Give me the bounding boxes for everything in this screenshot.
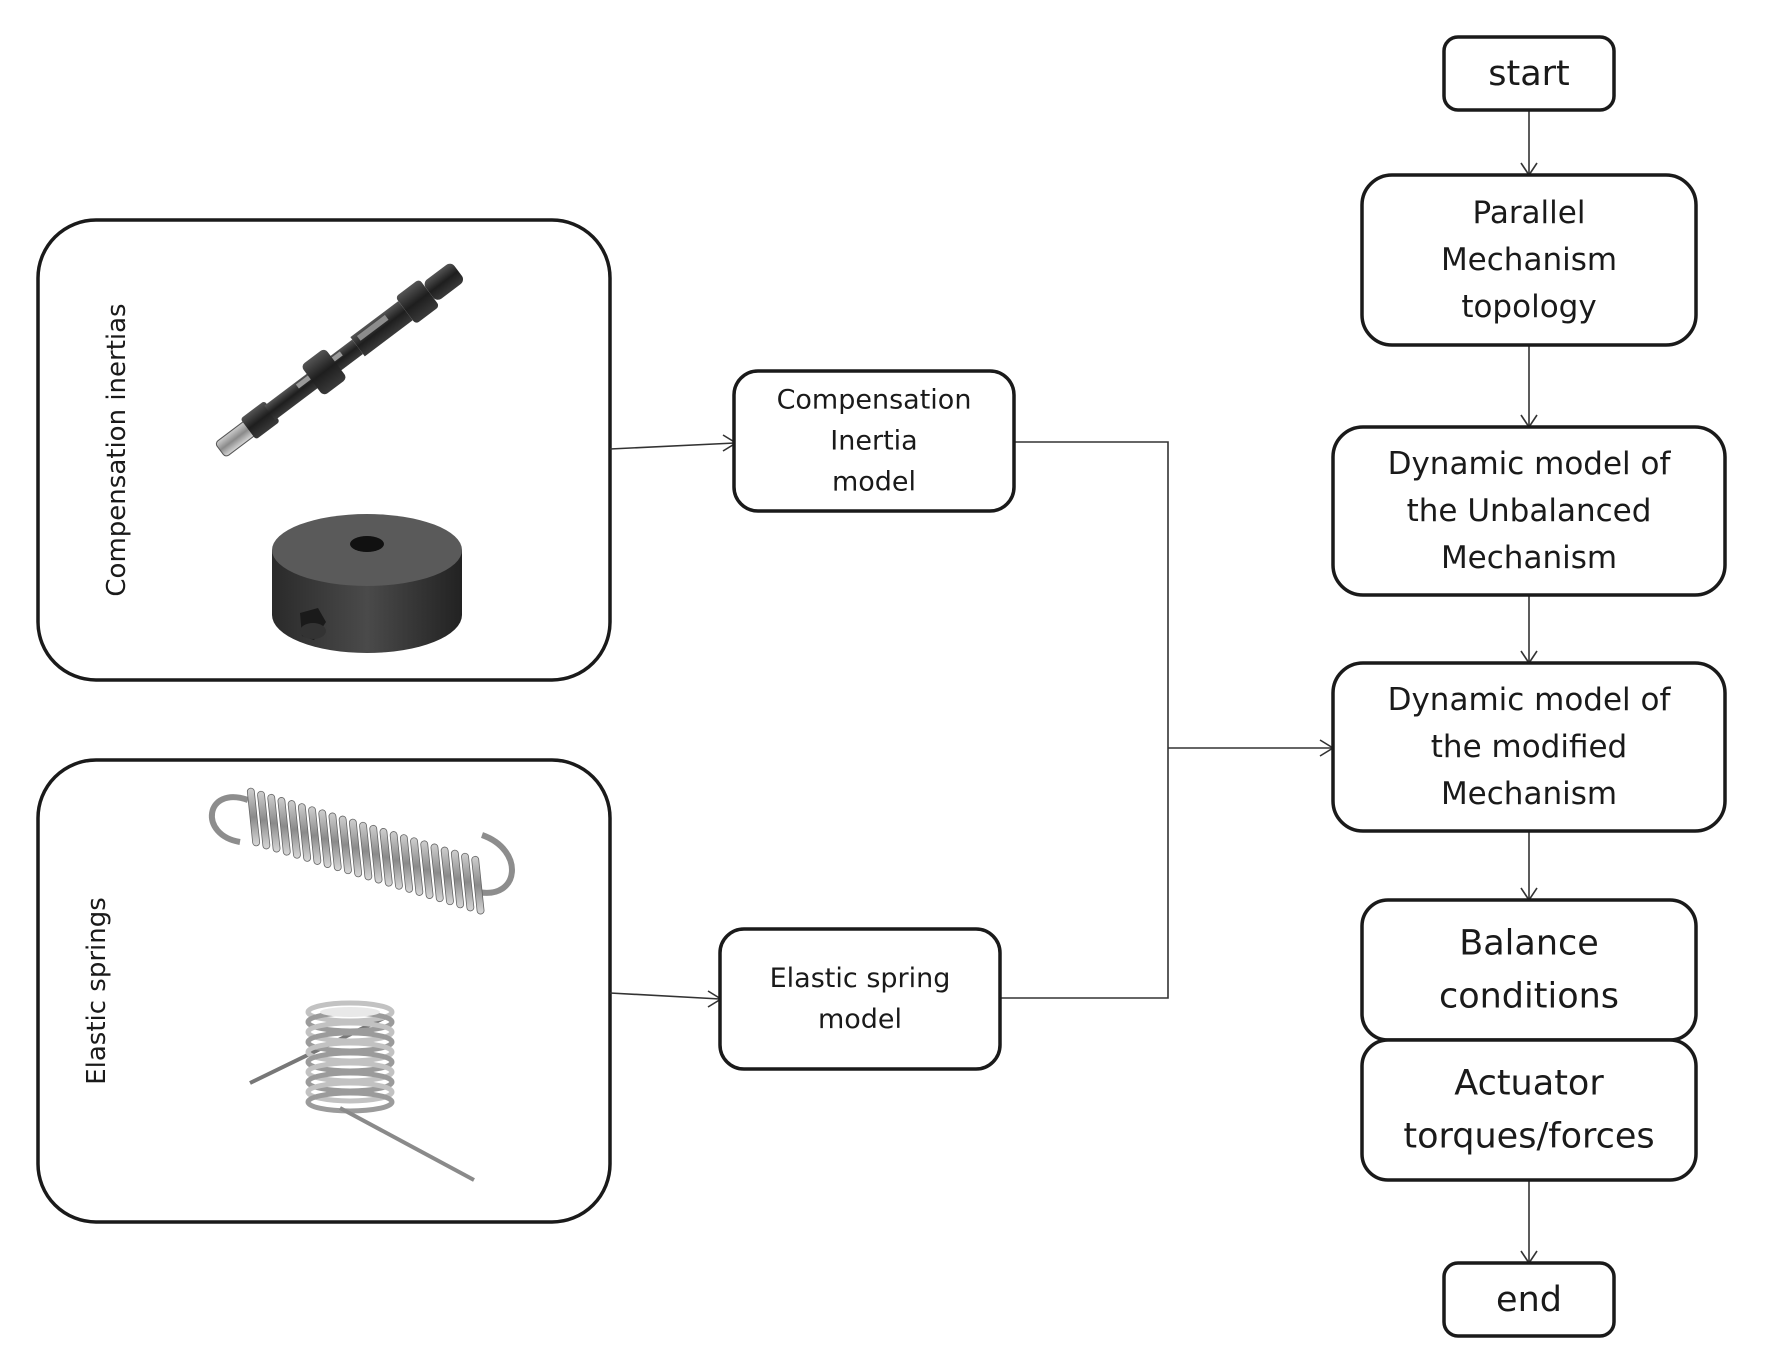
start-label: start	[1488, 54, 1570, 94]
balance-box: Balance conditions	[1360, 898, 1698, 1042]
label-line: Actuator	[1454, 1064, 1604, 1104]
springs-panel: Elastic springs	[36, 758, 612, 1224]
label-line: Mechanism	[1441, 242, 1617, 278]
spring-model-to-merge-line	[1000, 748, 1169, 999]
springs-to-model-arrow	[609, 992, 721, 1000]
label-line: Compensation	[777, 385, 972, 416]
label-line: the modified	[1431, 729, 1627, 765]
torsion-spring-picture	[249, 1000, 475, 1182]
start-box: start	[1442, 35, 1616, 112]
label-line: torques/forces	[1403, 1117, 1654, 1157]
label-line: Mechanism	[1441, 540, 1617, 576]
label-line: Parallel	[1473, 195, 1586, 231]
spring-model-label: Elastic spring model	[770, 963, 951, 1035]
springs-panel-label: Elastic springs	[82, 897, 112, 1085]
compensation-ring-picture	[272, 514, 462, 653]
connectors	[609, 110, 1538, 1265]
compensation-shaft-picture	[215, 263, 464, 457]
label-line: Dynamic model of	[1388, 682, 1672, 718]
inertias-panel: Compensation inertias	[36, 218, 612, 682]
label-line: Elastic spring	[770, 963, 951, 994]
balance-label: Balance conditions	[1439, 924, 1619, 1017]
label-line: conditions	[1439, 977, 1619, 1017]
label-line: Dynamic model of	[1388, 446, 1672, 482]
inertias-panel-label: Compensation inertias	[102, 303, 132, 596]
label-line: Mechanism	[1441, 776, 1617, 812]
actuator-label: Actuator torques/forces	[1403, 1064, 1654, 1157]
label-line: Inertia	[830, 426, 917, 457]
extension-spring-picture	[209, 787, 515, 915]
actuator-box: Actuator torques/forces	[1360, 1038, 1698, 1182]
end-label: end	[1496, 1280, 1562, 1320]
end-box: end	[1442, 1261, 1616, 1338]
label-line: model	[832, 467, 916, 498]
label-line: the Unbalanced	[1407, 493, 1652, 529]
label-line: model	[818, 1004, 902, 1035]
inertias-to-model-arrow	[609, 442, 736, 450]
label-line: topology	[1461, 289, 1596, 325]
inertia-model-to-merge-line	[1014, 441, 1169, 748]
label-line: Balance	[1459, 924, 1599, 964]
spring-model-box: Elastic spring model	[718, 927, 1002, 1071]
